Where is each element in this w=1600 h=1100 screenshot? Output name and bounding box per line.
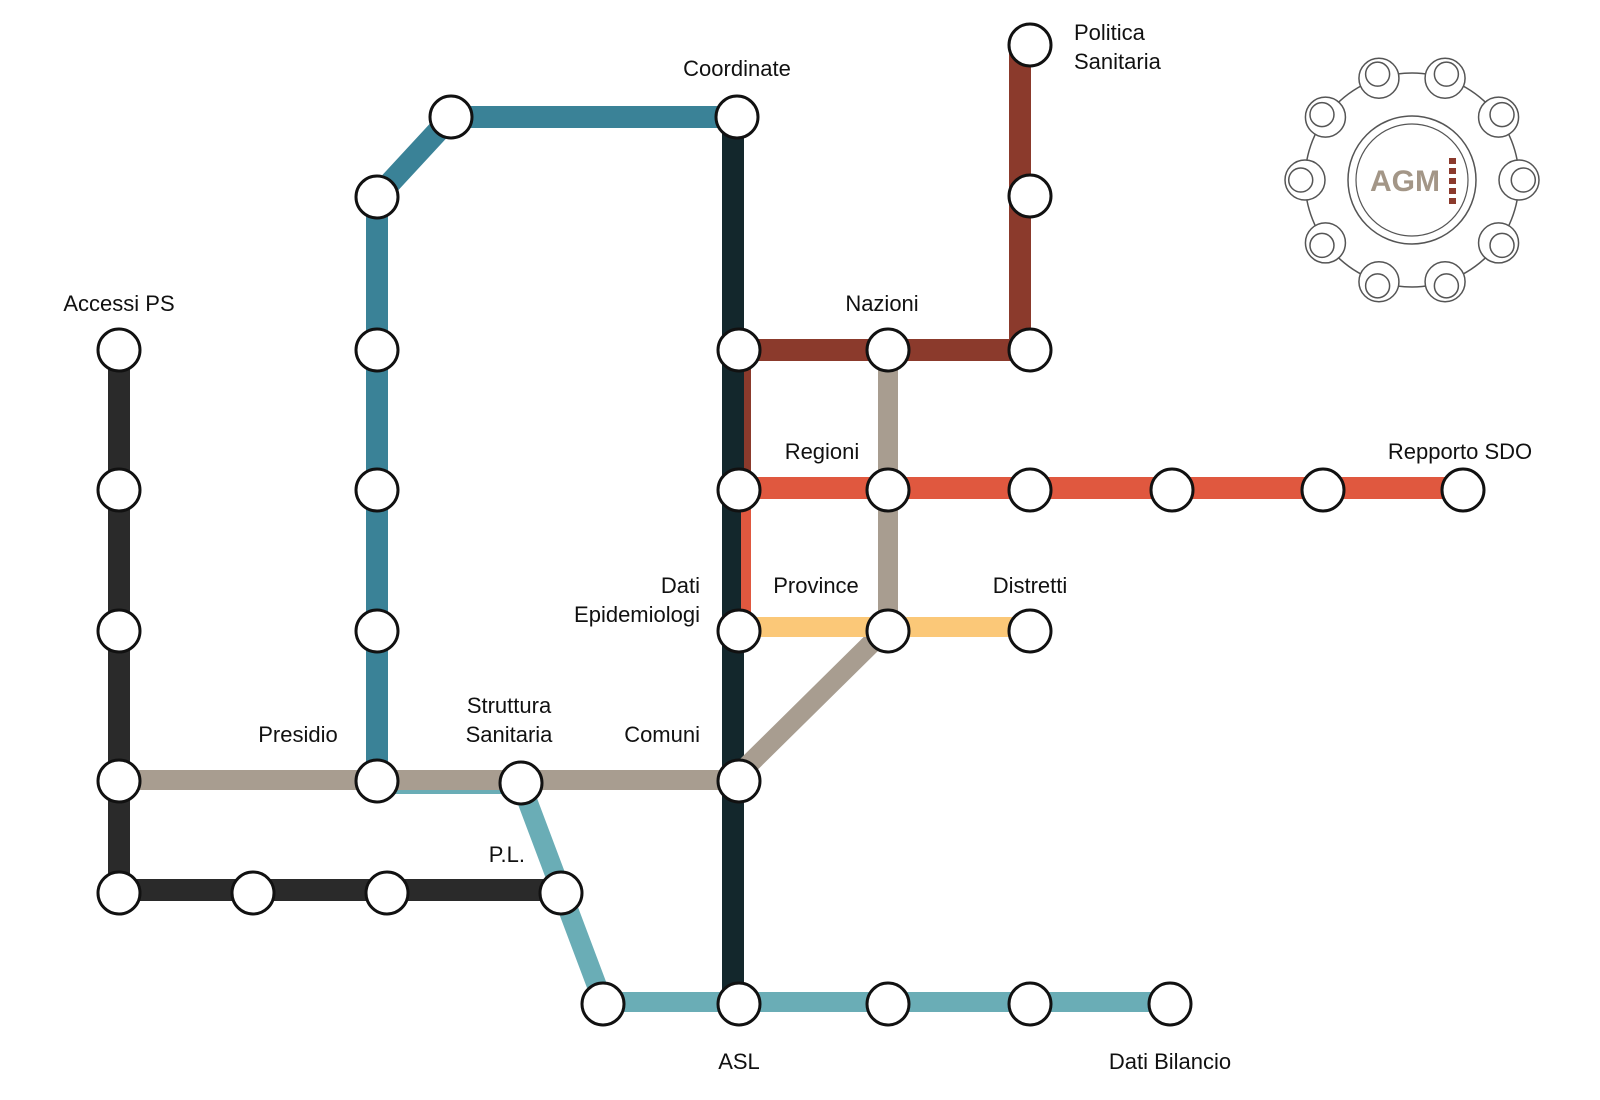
blue-line-presidio-coordinate [366, 106, 737, 778]
label-pl: P.L. [489, 842, 525, 867]
seated-person-icon [1424, 57, 1466, 99]
station-brown-junction [1007, 327, 1053, 373]
label-dati-1: Dati [661, 573, 700, 598]
station-comuni [716, 758, 762, 804]
station-dati-bilancio [1147, 981, 1193, 1027]
station-black-6 [364, 870, 410, 916]
station-pl [538, 870, 584, 916]
label-nazioni: Nazioni [845, 291, 918, 316]
round-table-people-icon [1284, 57, 1540, 303]
station-province [865, 608, 911, 654]
label-dati-bilancio: Dati Bilancio [1109, 1049, 1231, 1074]
label-asl: ASL [718, 1049, 760, 1074]
seated-person-icon [1304, 222, 1347, 264]
station-regioni-left [716, 467, 762, 513]
station-blue-4 [354, 608, 400, 654]
station-red-3 [1007, 467, 1053, 513]
station-blue-1 [354, 174, 400, 220]
label-regioni: Regioni [785, 439, 860, 464]
station-light-blue-corner [580, 981, 626, 1027]
station-light-blue-4 [1007, 981, 1053, 1027]
station-light-blue-3 [865, 981, 911, 1027]
station-blue-3 [354, 467, 400, 513]
station-distretti [1007, 608, 1053, 654]
label-struttura-1: Struttura [467, 693, 552, 718]
station-nazioni [865, 327, 911, 373]
seated-person-icon [1424, 261, 1466, 303]
label-accessi-ps: Accessi PS [63, 291, 174, 316]
seated-person-icon [1477, 222, 1520, 264]
station-politica-mid [1007, 173, 1053, 219]
label-politica-1: Politica [1074, 20, 1146, 45]
station-asl [716, 981, 762, 1027]
label-dati-2: Epidemiologi [574, 602, 700, 627]
label-coordinate: Coordinate [683, 56, 791, 81]
station-nazioni-left [716, 327, 762, 373]
station-regioni [865, 467, 911, 513]
station-blue-2 [354, 327, 400, 373]
logo-red-dashes [1449, 158, 1456, 204]
label-repporto-sdo: Repporto SDO [1388, 439, 1532, 464]
station-black-5 [230, 870, 276, 916]
label-distretti: Distretti [993, 573, 1068, 598]
station-struttura-sanitaria [498, 760, 544, 806]
logo-text: AGM [1370, 165, 1440, 198]
station-red-5 [1300, 467, 1346, 513]
station-black-3 [96, 608, 142, 654]
station-coordinate [714, 94, 760, 140]
seated-person-icon [1358, 261, 1400, 303]
station-black-taupe-junction [96, 758, 142, 804]
seated-person-icon [1284, 159, 1326, 201]
station-politica-sanitaria [1007, 22, 1053, 68]
station-presidio [354, 758, 400, 804]
label-presidio: Presidio [258, 722, 337, 747]
station-accessi-ps [96, 327, 142, 373]
station-black-2 [96, 467, 142, 513]
station-repporto-sdo [1440, 467, 1486, 513]
seated-person-icon [1477, 96, 1520, 138]
label-province: Province [773, 573, 859, 598]
black-line-accessi [108, 350, 561, 901]
seated-person-icon [1358, 57, 1400, 99]
station-dati-epidemiologi [716, 608, 762, 654]
station-black-corner [96, 870, 142, 916]
seated-person-icon [1304, 96, 1347, 138]
seated-person-icon [1498, 159, 1540, 201]
station-red-4 [1149, 467, 1195, 513]
agm-logo: AGM [1284, 57, 1540, 303]
label-politica-2: Sanitaria [1074, 49, 1162, 74]
station-blue-corner [428, 94, 474, 140]
label-comuni: Comuni [624, 722, 700, 747]
label-struttura-2: Sanitaria [466, 722, 554, 747]
